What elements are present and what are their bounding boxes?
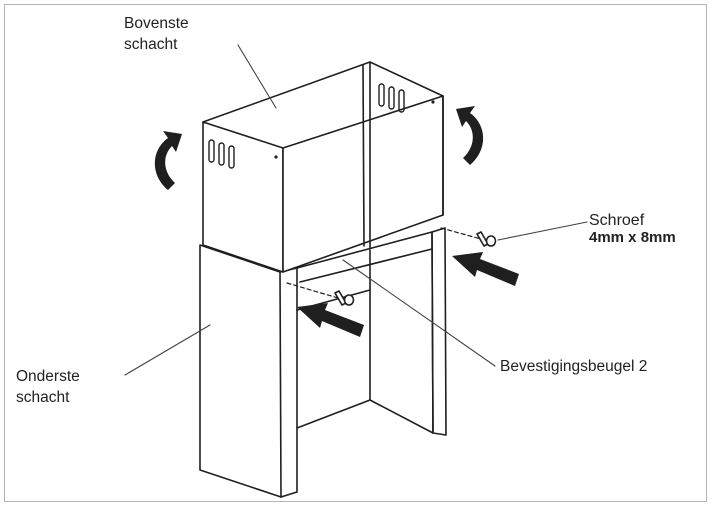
upper-shaft-label-line1: Bovenste [124, 15, 189, 32]
screw-size-label: 4mm x 8mm [589, 229, 676, 246]
upper-shaft [202, 61, 444, 273]
screw-icon [334, 290, 355, 306]
lower-shaft-label-line2: schacht [16, 389, 70, 406]
push-arrow-icon [297, 303, 364, 337]
rotate-arrow-icon [154, 131, 182, 190]
screw-guide-right [440, 227, 482, 240]
lower-shaft-label-line1: Onderste [16, 368, 80, 385]
upper-shaft-label-line2: schacht [124, 36, 178, 53]
lower-shaft [199, 227, 447, 498]
leader-lines [124, 44, 588, 376]
upper-shaft-label: Bovenste schacht [124, 13, 189, 55]
screw-label: Schroef 4mm x 8mm [589, 212, 676, 246]
lower-shaft-label: Onderste schacht [16, 366, 80, 408]
push-arrow-icon [452, 252, 519, 286]
bracket-label: Bevestigingsbeugel 2 [500, 356, 647, 377]
vent-slot-icon [378, 83, 405, 113]
screw-icon [476, 231, 497, 247]
rotate-arrow-icon [456, 106, 484, 165]
bracket-label-text: Bevestigingsbeugel 2 [500, 358, 648, 375]
screw-guide-left [286, 282, 339, 299]
figure-frame [4, 4, 707, 502]
screw-label-line1: Schroef [589, 212, 645, 229]
vent-slot-icon [208, 139, 235, 169]
